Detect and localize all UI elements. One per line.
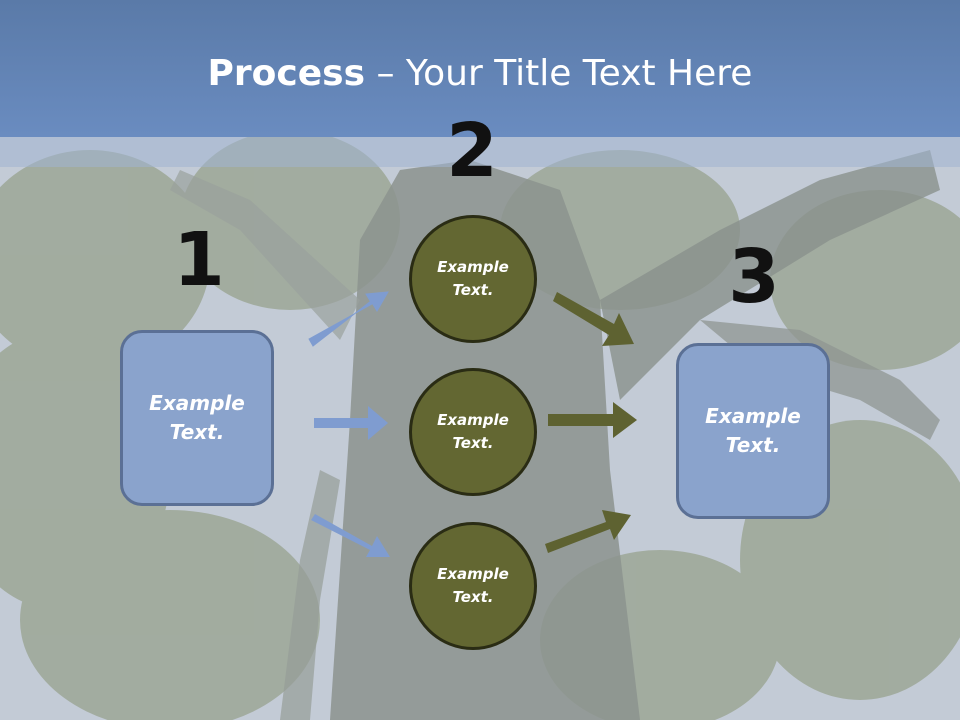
step-number-1: 1 (173, 217, 225, 303)
arrow-top-to-right (553, 292, 634, 346)
arrow-bottom-to-right (545, 510, 631, 553)
process-circle-top-label: Example Text. (437, 258, 509, 299)
process-box-right-label: Example Text. (705, 404, 801, 457)
arrow-center-to-right (548, 402, 637, 438)
arrow-left-to-bottom (311, 514, 390, 557)
step-number-3: 3 (728, 234, 780, 320)
arrow-left-to-center (314, 406, 388, 440)
process-circle-center[interactable]: Example Text. (409, 368, 537, 496)
process-circle-center-label: Example Text. (437, 411, 509, 452)
blue-arrows (308, 291, 390, 557)
slide-title: Process – Your Title Text Here (0, 52, 960, 96)
title-strip (0, 137, 960, 167)
process-box-left-label: Example Text. (149, 391, 245, 444)
process-box-right[interactable]: Example Text. (676, 343, 830, 519)
step-number-2: 2 (446, 108, 498, 194)
process-circle-bottom[interactable]: Example Text. (409, 522, 537, 650)
arrow-left-to-top (308, 291, 389, 347)
process-box-left[interactable]: Example Text. (120, 330, 274, 506)
title-bold: Process (207, 53, 366, 94)
title-rest: – Your Title Text Here (365, 53, 753, 94)
process-circle-bottom-label: Example Text. (437, 565, 509, 606)
olive-arrows (545, 292, 637, 553)
title-bar (0, 0, 960, 137)
process-circle-top[interactable]: Example Text. (409, 215, 537, 343)
